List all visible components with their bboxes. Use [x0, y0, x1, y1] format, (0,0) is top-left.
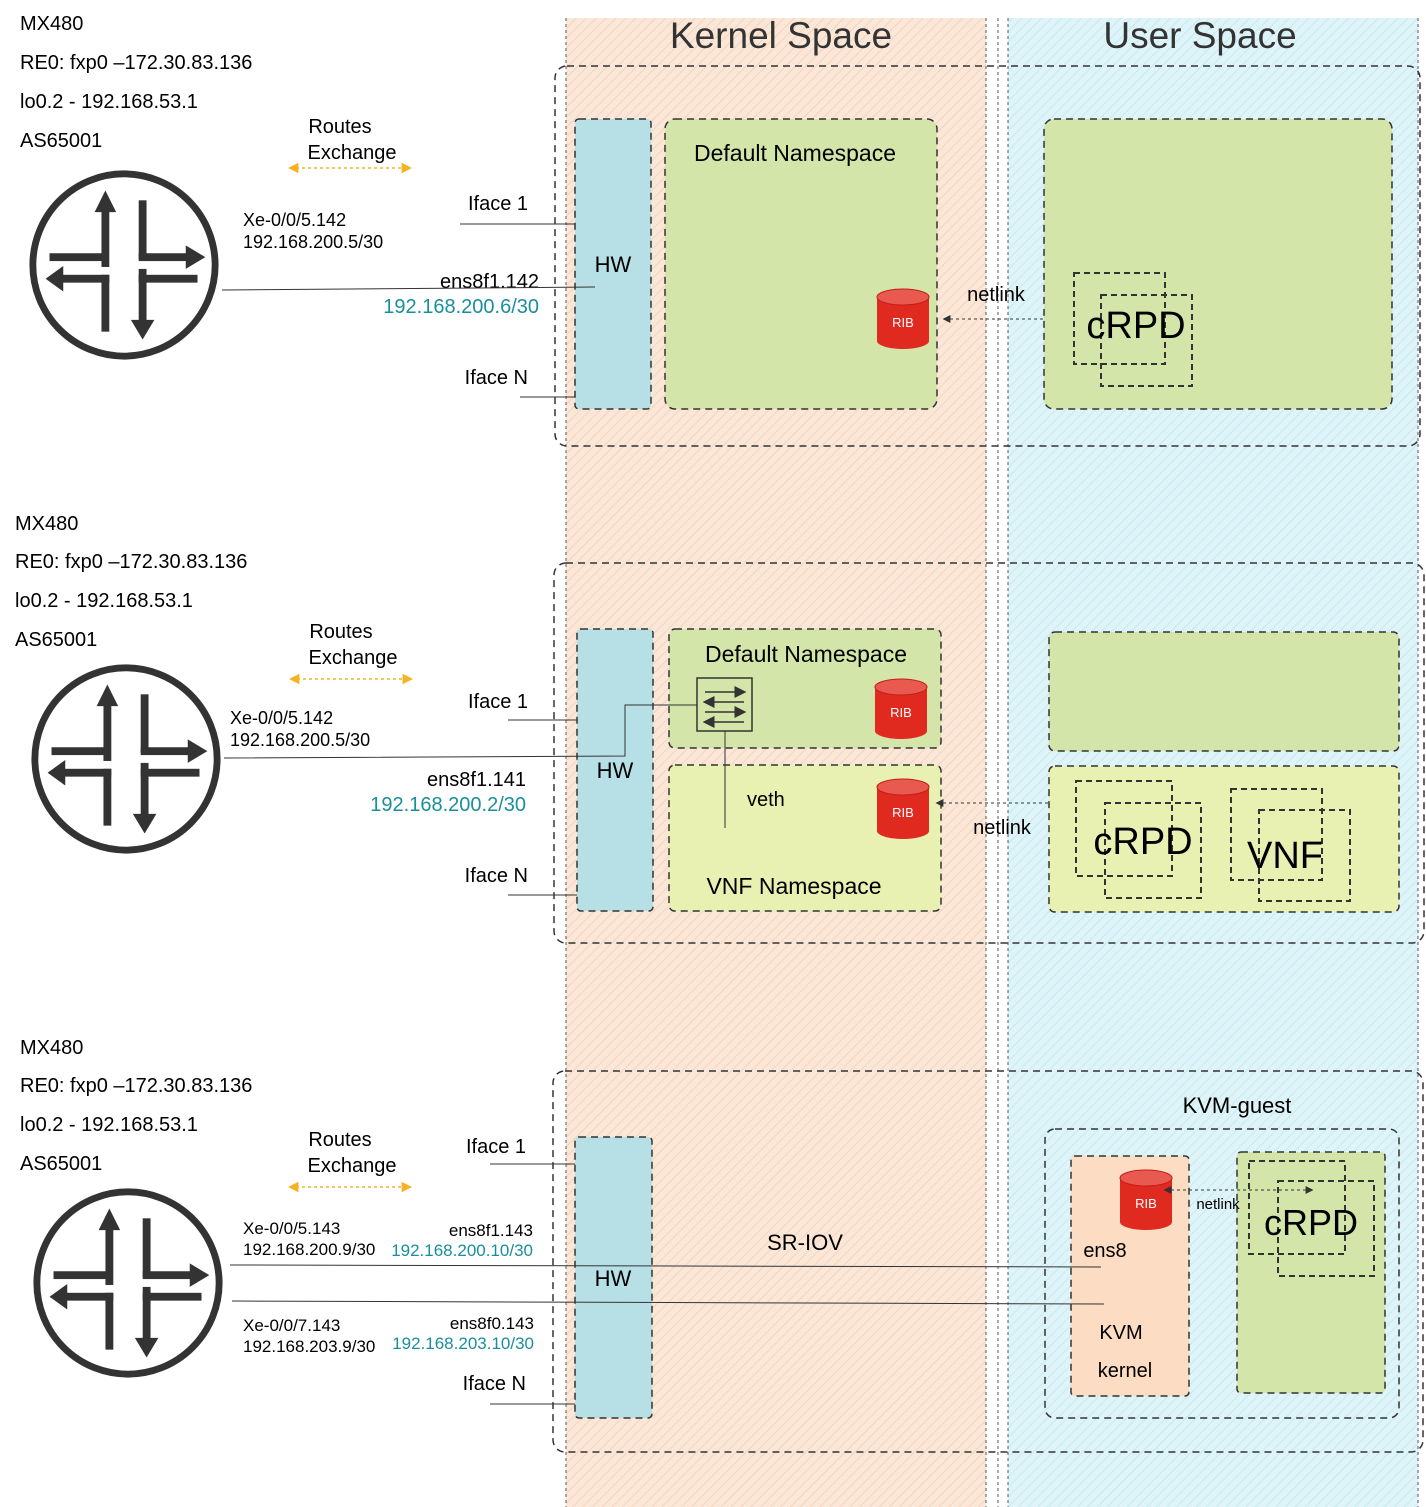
- ens2-interface-name: ens8f0.143: [450, 1314, 534, 1333]
- router-lo0: lo0.2 - 192.168.53.1: [20, 1114, 198, 1136]
- vnf-frame: [1230, 788, 1323, 881]
- routes-exchange-label: Routes: [308, 1129, 371, 1151]
- rib-label: RIB: [892, 315, 914, 330]
- rib-label: RIB: [892, 805, 914, 820]
- router-re0: RE0: fxp0 –172.30.83.136: [15, 551, 247, 573]
- iface-n-label: Iface N: [463, 1373, 526, 1395]
- router-lo0: lo0.2 - 192.168.53.1: [20, 91, 198, 113]
- kvm-label: KVM: [1099, 1322, 1142, 1344]
- hw-block: [574, 1136, 653, 1419]
- sriov-label: SR-IOV: [767, 1230, 843, 1255]
- iface-1-label: Iface 1: [468, 193, 528, 215]
- router-lo0: lo0.2 - 192.168.53.1: [15, 590, 193, 612]
- crpd-frame: [1100, 294, 1193, 387]
- user-container: [1043, 118, 1393, 410]
- iface-1-label: Iface 1: [468, 691, 528, 713]
- crpd-frame: [1073, 272, 1166, 365]
- ens8-label: ens8: [1083, 1240, 1126, 1262]
- router-model: MX480: [20, 1037, 83, 1059]
- kvm-guest-boundary: [1044, 1128, 1400, 1419]
- xe-interface-ip: 192.168.200.5/30: [243, 232, 383, 252]
- xe1-interface-ip: 192.168.200.9/30: [243, 1240, 375, 1259]
- crpd-label: cRPD: [1264, 1202, 1358, 1243]
- xe1-interface-name: Xe-0/0/5.143: [243, 1219, 340, 1238]
- netlink-label: netlink: [967, 284, 1026, 306]
- server-boundary: [552, 1070, 1424, 1453]
- routes-exchange-label: Exchange: [308, 142, 397, 164]
- default-namespace: [664, 118, 938, 410]
- rib-label: RIB: [1135, 1196, 1157, 1211]
- iface-n-label: Iface N: [465, 367, 528, 389]
- routes-exchange-label: Exchange: [309, 647, 398, 669]
- hw-block: [576, 628, 654, 912]
- kvm-kernel-label: kernel: [1098, 1360, 1152, 1382]
- router-icon: [37, 1192, 219, 1374]
- default-namespace-title: Default Namespace: [705, 641, 907, 667]
- ens-interface-name: ens8f1.141: [427, 769, 526, 791]
- routes-exchange-label: Routes: [309, 621, 372, 643]
- vnf-frame: [1258, 809, 1351, 902]
- router-re0: RE0: fxp0 –172.30.83.136: [20, 1075, 252, 1097]
- netlink-label: netlink: [973, 817, 1032, 839]
- routes-exchange-label: Exchange: [308, 1155, 397, 1177]
- router-icon: [33, 174, 215, 356]
- iface-1-label: Iface 1: [466, 1136, 526, 1158]
- crpd-frame: [1277, 1180, 1375, 1277]
- router-as: AS65001: [20, 130, 102, 152]
- ens-interface-ip: 192.168.200.2/30: [370, 794, 526, 816]
- kvm-guest-title: KVM-guest: [1183, 1093, 1292, 1118]
- router-icon: [35, 668, 217, 850]
- rib-label: RIB: [890, 705, 912, 720]
- uplink-line: [223, 704, 697, 759]
- ens-interface-ip: 192.168.200.6/30: [383, 296, 539, 318]
- scenario-1: MX480 RE0: fxp0 –172.30.83.136 lo0.2 - 1…: [20, 13, 1421, 447]
- default-namespace-title: Default Namespace: [694, 140, 896, 166]
- crpd-label: cRPD: [1086, 305, 1185, 347]
- kernel-space-title: Kernel Space: [670, 15, 892, 56]
- user-container-top: [1048, 631, 1400, 752]
- routes-exchange-label: Routes: [308, 116, 371, 138]
- hw-label: HW: [595, 252, 632, 277]
- router-model: MX480: [15, 513, 78, 535]
- hw-label: HW: [597, 758, 634, 783]
- crpd-label: cRPD: [1093, 821, 1192, 863]
- netlink-label: netlink: [1196, 1196, 1240, 1213]
- router-as: AS65001: [20, 1153, 102, 1175]
- vnf-label: VNF: [1247, 835, 1323, 877]
- xe-interface-name: Xe-0/0/5.142: [243, 210, 346, 230]
- ens1-interface-name: ens8f1.143: [449, 1221, 533, 1240]
- iface-n-label: Iface N: [465, 865, 528, 887]
- crpd-frame: [1104, 802, 1202, 899]
- crpd-container: [1236, 1151, 1386, 1394]
- hw-block: [574, 118, 652, 410]
- ens1-interface-ip: 192.168.200.10/30: [391, 1241, 533, 1260]
- uplink-line-1: [229, 1264, 1102, 1268]
- scenario-3: MX480 RE0: fxp0 –172.30.83.136 lo0.2 - 1…: [20, 1037, 1424, 1453]
- crpd-frame: [1075, 780, 1173, 877]
- scenario-2: MX480 RE0: fxp0 –172.30.83.136 lo0.2 - 1…: [15, 513, 1425, 944]
- xe2-interface-name: Xe-0/0/7.143: [243, 1316, 340, 1335]
- veth-label: veth: [747, 789, 785, 811]
- uplink-line: [221, 286, 596, 291]
- crpd-frame: [1248, 1160, 1346, 1255]
- xe2-interface-ip: 192.168.203.9/30: [243, 1337, 375, 1356]
- ens2-interface-ip: 192.168.203.10/30: [392, 1334, 534, 1353]
- router-as: AS65001: [15, 629, 97, 651]
- router-re0: RE0: fxp0 –172.30.83.136: [20, 52, 252, 74]
- ens-interface-name: ens8f1.142: [440, 271, 539, 293]
- server-boundary: [553, 562, 1425, 944]
- server-boundary: [554, 65, 1421, 447]
- user-space-title: User Space: [1103, 15, 1296, 56]
- hw-label: HW: [595, 1266, 632, 1291]
- xe-interface-ip: 192.168.200.5/30: [230, 730, 370, 750]
- vnf-namespace-title: VNF Namespace: [706, 873, 881, 899]
- router-model: MX480: [20, 13, 83, 35]
- switch-icon: [696, 677, 753, 732]
- xe-interface-name: Xe-0/0/5.142: [230, 708, 333, 728]
- uplink-line-2: [231, 1300, 1105, 1305]
- vnf-namespace: [668, 764, 942, 912]
